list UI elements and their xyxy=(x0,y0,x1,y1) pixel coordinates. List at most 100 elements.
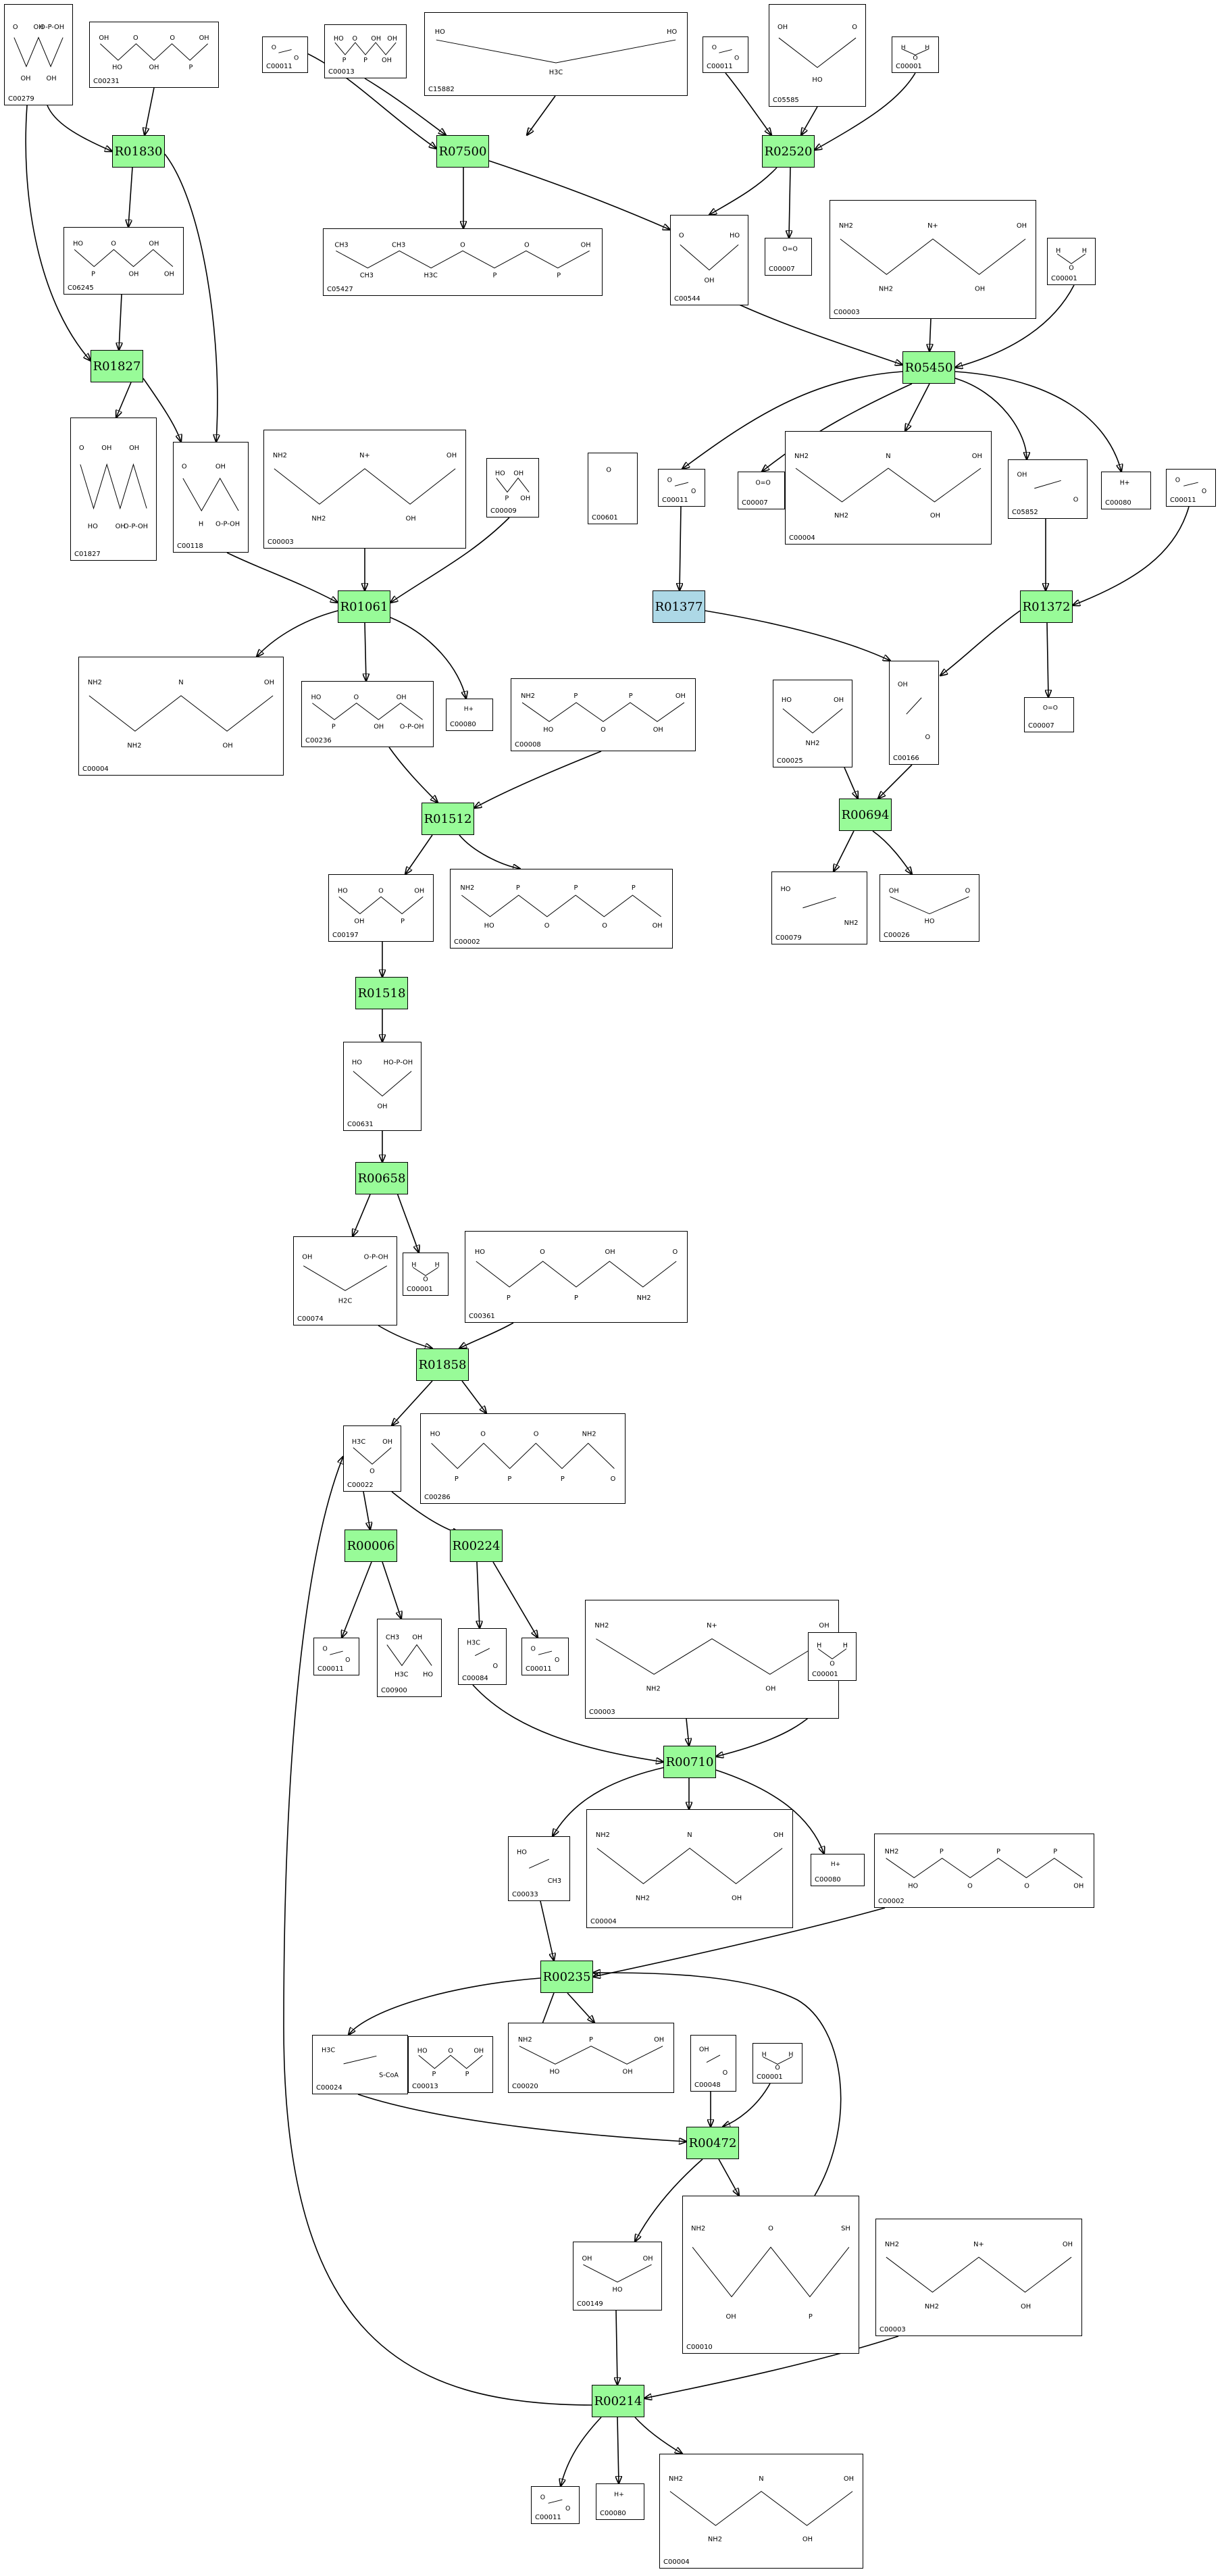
compound-node-c00080[interactable]: H+C00080 xyxy=(811,1854,865,1886)
compound-id: C00080 xyxy=(815,1876,841,1884)
compound-node-c00080[interactable]: H+C00080 xyxy=(596,2483,644,2520)
reaction-node-r01512[interactable]: R01512 xyxy=(422,803,474,835)
compound-node-c00080[interactable]: H+C00080 xyxy=(446,699,493,731)
atom-label: NH2 xyxy=(669,2475,683,2483)
compound-node-c00080[interactable]: H+C00080 xyxy=(1101,472,1151,509)
reaction-node-r00694[interactable]: R00694 xyxy=(839,799,892,831)
atom-label: N+ xyxy=(973,2241,984,2248)
reaction-node-r00006[interactable]: R00006 xyxy=(345,1530,397,1562)
reaction-arrow xyxy=(382,1561,401,1619)
atom-label: P xyxy=(940,1848,944,1855)
atom-label: OH xyxy=(653,922,663,930)
reaction-node-r01061[interactable]: R01061 xyxy=(338,590,390,623)
reaction-node-r00214[interactable]: R00214 xyxy=(592,2385,644,2417)
reaction-arrow xyxy=(872,830,912,874)
compound-id: C00033 xyxy=(512,1891,538,1898)
reaction-node-r01518[interactable]: R01518 xyxy=(355,977,408,1009)
reaction-node-r00658[interactable]: R00658 xyxy=(355,1162,408,1194)
reaction-node-r07500[interactable]: R07500 xyxy=(436,135,489,168)
reaction-node-r01830[interactable]: R01830 xyxy=(112,135,165,168)
reaction-node-r01377[interactable]: R01377 xyxy=(653,590,705,623)
reaction-node-r00472[interactable]: R00472 xyxy=(686,2127,739,2159)
reaction-node-r00235[interactable]: R00235 xyxy=(540,1961,593,1993)
reaction-node-r00224[interactable]: R00224 xyxy=(450,1530,503,1562)
atom-label: NH2 xyxy=(708,2536,722,2544)
atom-label: O xyxy=(565,2505,570,2511)
reaction-node-r05450[interactable]: R05450 xyxy=(902,351,955,384)
reaction-node-r02520[interactable]: R02520 xyxy=(762,135,815,168)
atom-label: HO xyxy=(352,1059,362,1066)
reaction-node-r01858[interactable]: R01858 xyxy=(416,1348,469,1381)
reaction-node-r01372[interactable]: R01372 xyxy=(1020,590,1073,623)
reaction-node-r01827[interactable]: R01827 xyxy=(91,350,143,382)
atom-label: OH xyxy=(654,2036,664,2044)
atom-label: O xyxy=(323,1645,328,1652)
atom-label: NH2 xyxy=(925,2303,939,2310)
compound-structure: O xyxy=(594,460,632,511)
reaction-node-r00710[interactable]: R00710 xyxy=(663,1746,716,1778)
